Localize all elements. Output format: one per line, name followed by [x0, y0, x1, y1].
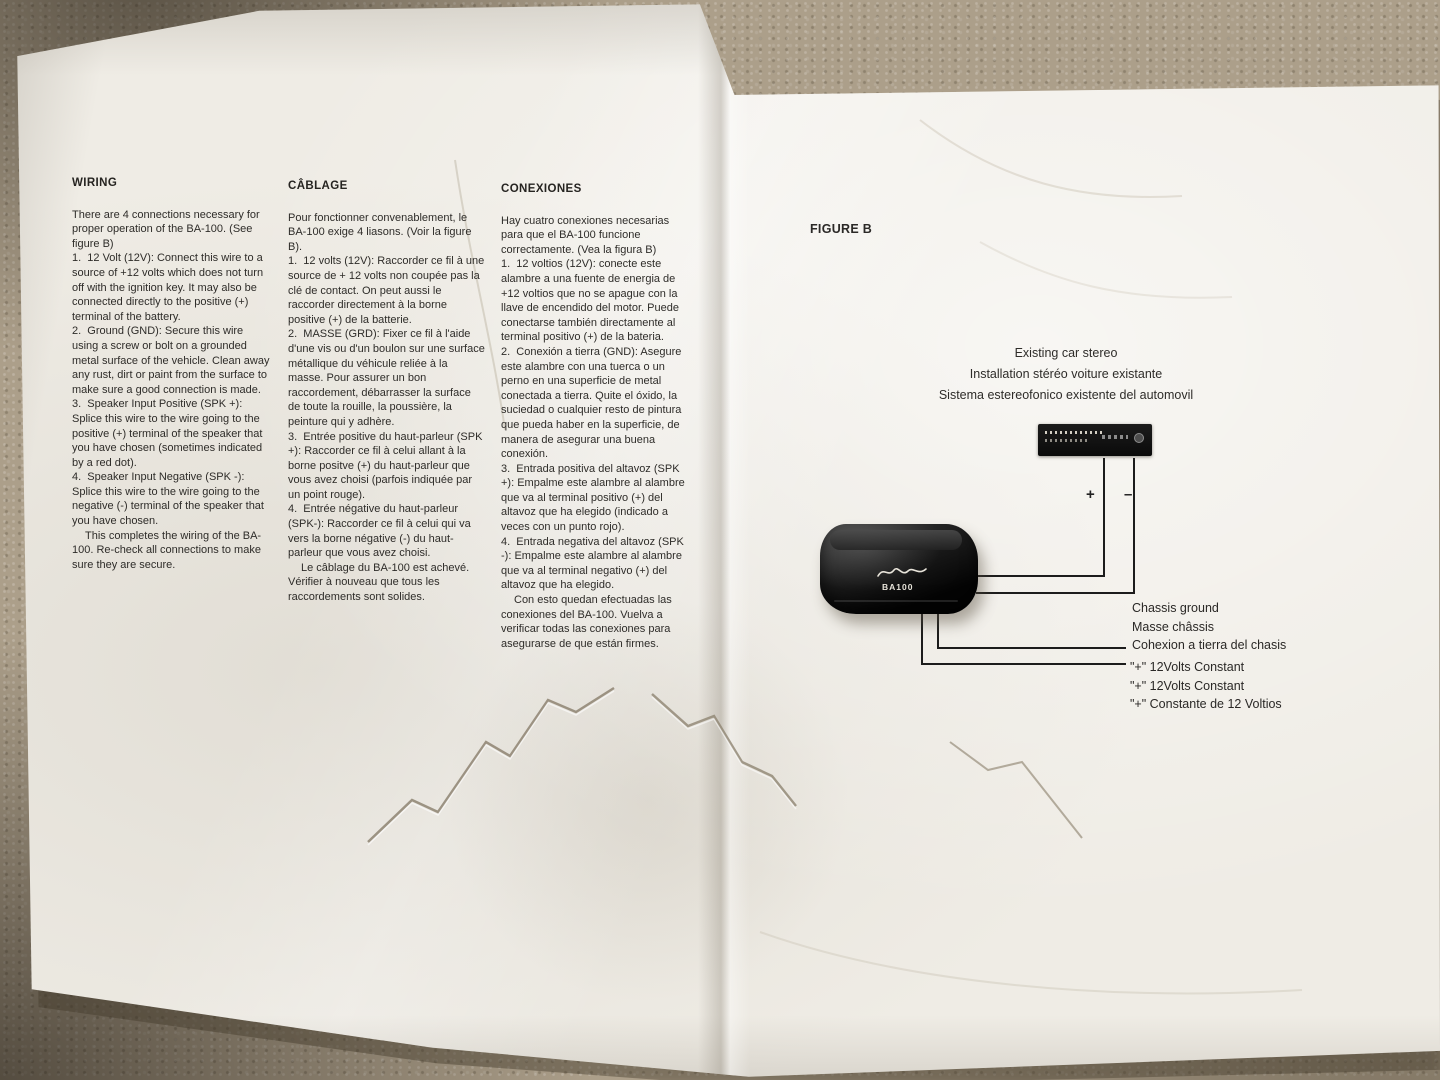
cablage-heading: CÂBLAGE — [288, 180, 348, 192]
chassis-label-es: Cohexion a tierra del chasis — [1132, 638, 1287, 652]
conexiones-step-2: 2. Conexión a tierra (GND): Asegure este… — [501, 345, 682, 461]
cablage-closing: Le câblage du BA-100 est achevé. Vérifie… — [288, 561, 470, 604]
wiring-step-1: 1. 12 Volt (12V): Connect this wire to a… — [72, 252, 264, 323]
wiring-intro: There are 4 connections necessary for pr… — [72, 208, 260, 250]
chassis-ground-labels: Chassis ground Masse châssis Cohexion a … — [1132, 599, 1286, 655]
cablage-step-2: 2. MASSE (GRD): Fixer ce fil à l'aide d'… — [288, 328, 485, 428]
power-label-3: "+" Constante de 12 Voltios — [1130, 697, 1282, 711]
ba100-device-photo: BA100 — [820, 524, 978, 614]
conexiones-step-3: 3. Entrada positiva del altavoz (SPK +):… — [501, 462, 685, 534]
conexiones-step-4: 4. Entrada negativa del altavoz (SPK -):… — [501, 535, 684, 592]
conexiones-intro: Hay cuatro conexiones necesarias para qu… — [501, 214, 670, 256]
figure-b-label: FIGURE B — [810, 222, 873, 236]
cablage-step-1: 1. 12 volts (12V): Raccorder ce fil à un… — [288, 255, 485, 326]
conexiones-closing: Con esto quedan efectuadas las conexione… — [501, 594, 672, 650]
device-top-face — [830, 530, 962, 550]
page-fold-crease — [698, 4, 750, 1077]
minus-terminal-label: – — [1124, 486, 1133, 503]
cablage-step-3: 3. Entrée positive du haut-parleur (SPK … — [288, 430, 483, 501]
paper-tear — [949, 741, 1083, 839]
car-stereo-illustration — [1038, 424, 1152, 456]
device-brand-script — [877, 568, 927, 577]
stereo-knob — [1134, 433, 1144, 443]
power-label-2: "+" 12Volts Constant — [1130, 678, 1245, 693]
device-model-label: BA100 — [882, 582, 914, 592]
conexiones-step-1: 1. 12 voltios (12V): conecte este alambr… — [501, 258, 679, 344]
stereo-dial-strip-2 — [1045, 439, 1087, 442]
wiring-step-4: 4. Speaker Input Negative (SPK -): Splic… — [72, 471, 264, 528]
stereo-caption-es: Sistema estereofonico existente del auto… — [938, 388, 1194, 402]
cablage-step-4: 4. Entrée négative du haut-parleur (SPK-… — [288, 503, 471, 560]
wiring-closing: This completes the wiring of the BA-100.… — [72, 529, 262, 571]
wiring-heading: WIRING — [72, 177, 118, 189]
wiring-step-3: 3. Speaker Input Positive (SPK +): Splic… — [72, 398, 263, 469]
plus-terminal-label: + — [1086, 486, 1095, 503]
power-label-1: "+" 12Volts Constant — [1130, 660, 1245, 674]
device-seam-highlight — [834, 600, 958, 602]
column-wiring: WIRING There are 4 connections necessary… — [72, 176, 270, 572]
stereo-caption-fr: Installation stéréo voiture existante — [969, 367, 1163, 381]
cablage-intro: Pour fonctionner convenablement, le BA-1… — [288, 211, 472, 253]
paper-tear — [367, 686, 615, 843]
conexiones-heading: CONEXIONES — [501, 183, 582, 195]
stereo-caption: Existing car stereo Installation stéréo … — [880, 343, 1252, 406]
constant-power-labels: "+" 12Volts Constant "+" 12Volts Constan… — [1130, 658, 1282, 714]
chassis-label-fr: Masse châssis — [1132, 619, 1214, 634]
wiring-step-2: 2. Ground (GND): Secure this wire using … — [72, 325, 270, 396]
stereo-caption-en: Existing car stereo — [1014, 346, 1118, 360]
stereo-dial-strip — [1045, 431, 1103, 434]
column-conexiones: CONEXIONES Hay cuatro conexiones necesar… — [501, 182, 692, 651]
column-cablage: CÂBLAGE Pour fonctionner convenablement,… — [288, 179, 485, 605]
stereo-buttons — [1102, 435, 1128, 439]
chassis-label-en: Chassis ground — [1132, 601, 1219, 615]
